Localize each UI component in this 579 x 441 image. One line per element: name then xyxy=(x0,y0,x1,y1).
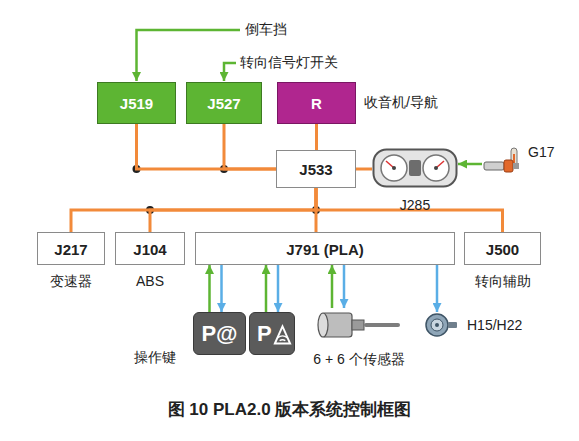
bus-connector xyxy=(331,265,334,308)
unit-name: J527 xyxy=(207,95,240,112)
instrument-cluster: J285 xyxy=(372,148,458,188)
bus-connector xyxy=(356,168,372,171)
bus-connector xyxy=(436,265,439,312)
part-label: H15/H22 xyxy=(467,317,522,333)
bus-connector xyxy=(343,265,346,308)
unit-name: J500 xyxy=(486,240,519,257)
bus-connector xyxy=(71,188,316,232)
unit-name: J104 xyxy=(133,240,166,257)
unit-name: J519 xyxy=(120,95,153,112)
control-unit-box: J519 xyxy=(97,82,176,124)
figure-caption: 图 10 PLA2.0 版本系统控制框图 xyxy=(0,398,579,421)
part-label: 6 + 6 个传感器 xyxy=(313,351,404,369)
input-label: 转向信号灯开关 xyxy=(240,54,338,72)
unit-name: J217 xyxy=(54,240,87,257)
control-unit-box: J104ABS xyxy=(115,232,185,265)
bus-connector xyxy=(137,124,277,169)
bus-connector xyxy=(224,124,276,169)
part-label: ABS xyxy=(136,273,164,289)
part-label: G17 xyxy=(528,144,554,160)
input-arrow xyxy=(137,30,241,81)
unit-name: J791 (PLA) xyxy=(286,240,364,257)
temperature-sensor: G17 xyxy=(482,146,522,182)
part-label: 变速器 xyxy=(50,273,92,291)
unit-name: P xyxy=(257,321,272,347)
input-label: 倒车挡 xyxy=(245,21,287,39)
park-button: P xyxy=(249,312,295,355)
park-button: P@ xyxy=(193,312,246,355)
bus-connector xyxy=(220,265,223,312)
part-label: J285 xyxy=(400,197,430,213)
input-arrow xyxy=(224,63,236,81)
bus-connector xyxy=(316,188,503,232)
control-unit-box: J791 (PLA) xyxy=(195,232,455,265)
ultrasonic-sensor: 6 + 6 个传感器 xyxy=(316,308,402,342)
speaker-icon: H15/H22 xyxy=(424,312,458,338)
part-label: 转向辅助 xyxy=(475,273,531,291)
part-label: 收音机/导航 xyxy=(364,94,438,112)
bus-connector xyxy=(265,265,268,312)
control-unit-box: J527 xyxy=(186,82,262,124)
radio-box: R收音机/导航 xyxy=(277,82,356,124)
bus-connector xyxy=(150,188,316,232)
unit-name: R xyxy=(311,95,322,112)
bus-connector xyxy=(277,265,280,312)
control-unit-box: J500转向辅助 xyxy=(464,232,541,265)
unit-name: P@ xyxy=(201,321,237,347)
bus-connector xyxy=(315,124,318,150)
bus-connector xyxy=(208,265,211,312)
part-label: 操作键 xyxy=(134,349,176,367)
bus-connector xyxy=(458,163,482,166)
unit-name: J533 xyxy=(299,161,332,178)
control-unit-box: J217变速器 xyxy=(37,232,105,265)
gateway-box: J533 xyxy=(276,150,356,188)
